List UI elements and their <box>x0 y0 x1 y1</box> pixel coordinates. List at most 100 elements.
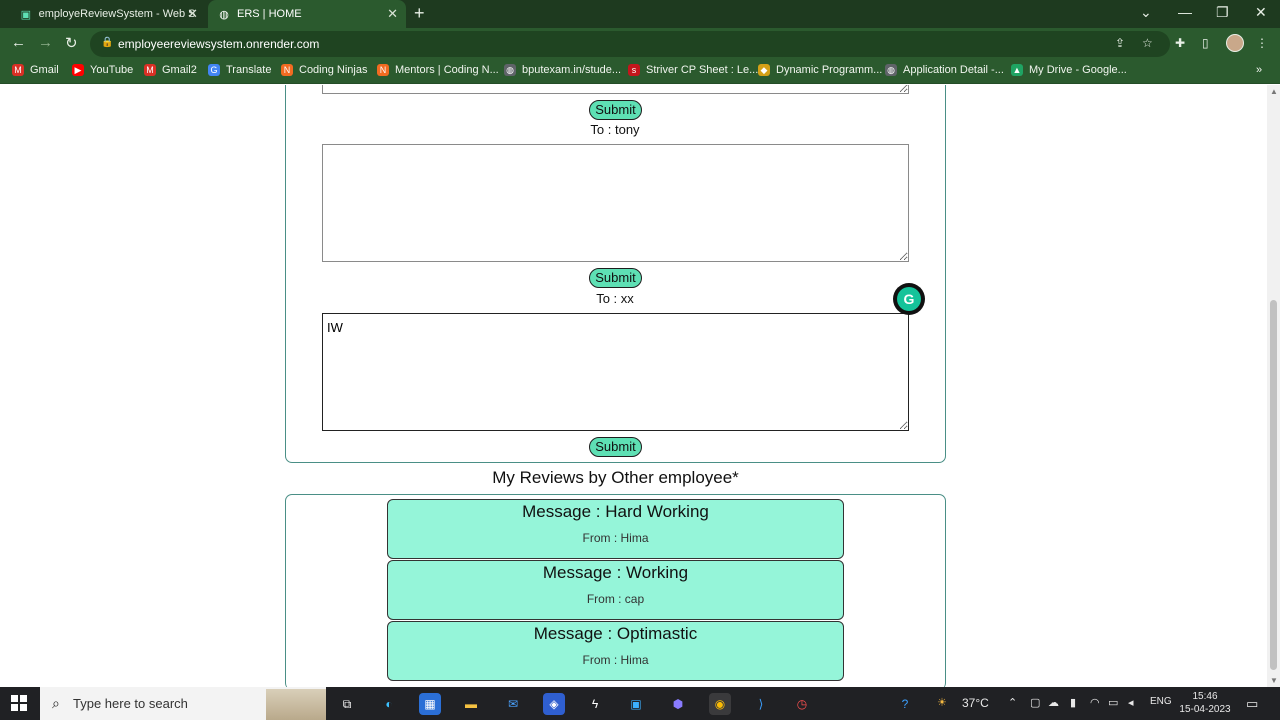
restore-icon[interactable]: ❐ <box>1216 4 1229 20</box>
ninja-icon: N <box>377 64 389 76</box>
tab-title: ERS | HOME <box>237 8 302 20</box>
tab-search-chevron-icon[interactable]: ⌄ <box>1140 4 1152 20</box>
side-panel-icon[interactable]: ▯ <box>1202 36 1209 50</box>
tray-camera-icon[interactable]: ▢ <box>1030 697 1041 709</box>
notifications-icon[interactable]: ▭ <box>1246 696 1259 711</box>
clock-time: 15:46 <box>1192 691 1218 702</box>
taskbar-clock[interactable]: 15:46 15-04-2023 <box>1172 690 1238 716</box>
reviews-card <box>285 494 946 687</box>
scroll-down-icon[interactable]: ▼ <box>1270 676 1278 685</box>
review-message: Message : Hard Working <box>522 502 709 521</box>
share-icon[interactable]: ⇪ <box>1115 36 1126 50</box>
onedrive-icon[interactable]: ☁ <box>1048 697 1059 709</box>
clock-date: 15-04-2023 <box>1179 704 1231 715</box>
volume-icon[interactable]: ◂ <box>1128 697 1134 709</box>
os-taskbar: ⌕ Type here to search ⧉ ◐ ▦ ▬ ✉ ◈ ϟ ▣ ⬢ … <box>0 687 1280 720</box>
translate-icon: G <box>208 64 220 76</box>
menu-kebab-icon[interactable]: ⋮ <box>1256 36 1268 50</box>
review-textarea-previous[interactable] <box>322 85 909 94</box>
minimize-icon[interactable]: — <box>1178 4 1192 20</box>
new-tab-icon[interactable]: + <box>414 3 425 23</box>
app-bolt-icon[interactable]: ϟ <box>591 697 599 711</box>
recipient-label: To : xx <box>596 291 634 306</box>
bookmark-star-icon[interactable]: ☆ <box>1142 36 1153 50</box>
microphone-icon[interactable]: ▮ <box>1070 697 1077 709</box>
taskbar-search-placeholder: Type here to search <box>73 696 188 711</box>
review-textarea-xx[interactable] <box>322 313 909 431</box>
globe-icon: ◍ <box>504 64 516 76</box>
close-tab-icon[interactable]: ✕ <box>387 6 398 21</box>
dp-icon: ◆ <box>758 64 770 76</box>
review-item: Message : Working From : cap <box>387 560 844 620</box>
edge-icon[interactable]: ◐ <box>385 697 393 711</box>
reload-icon[interactable]: ↻ <box>65 35 78 52</box>
tab-favicon-icon: ▣ <box>20 8 31 21</box>
submit-button[interactable]: Submit <box>589 268 642 288</box>
dropbox-icon[interactable]: ◈ <box>543 693 565 715</box>
forward-arrow-icon[interactable]: → <box>38 34 53 51</box>
page-scrollbar[interactable]: ▲ ▼ <box>1267 85 1280 687</box>
app-hexagon-icon[interactable]: ⬢ <box>672 697 684 711</box>
taskbar-search-box[interactable]: ⌕ Type here to search <box>40 687 326 720</box>
wifi-icon[interactable]: ◠ <box>1090 697 1100 709</box>
grammarly-g-icon: G <box>897 287 921 311</box>
bookmarks-overflow-icon[interactable]: » <box>1256 64 1263 76</box>
reviews-heading: My Reviews by Other employee* <box>492 468 739 487</box>
task-view-icon[interactable]: ⧉ <box>342 697 352 711</box>
bookmark-youtube[interactable]: ▶YouTube <box>72 64 133 76</box>
review-item: Message : Hard Working From : Hima <box>387 499 844 559</box>
chrome-icon[interactable]: ◉ <box>709 693 731 715</box>
search-highlight-image <box>266 689 326 720</box>
submit-button[interactable]: Submit <box>589 100 642 120</box>
app-window-icon[interactable]: ▣ <box>630 697 642 711</box>
review-form-card <box>285 85 946 463</box>
submit-button[interactable]: Submit <box>589 437 642 457</box>
tab-title: employeReviewSystem - Web Se <box>38 8 196 20</box>
tab-employe-review-system[interactable]: ▣ employeReviewSystem - Web Se ✕ <box>10 0 206 28</box>
bookmark-bputexam[interactable]: ◍bputexam.in/stude... <box>504 64 621 76</box>
tab-ers-home[interactable]: ◍ ERS | HOME ✕ <box>208 0 406 28</box>
close-window-icon[interactable]: ✕ <box>1255 4 1267 20</box>
temperature-text: 37°C <box>962 696 989 710</box>
close-tab-icon[interactable]: ✕ <box>187 6 198 21</box>
bookmark-application-detail[interactable]: ◍Application Detail -... <box>885 64 1004 76</box>
lock-icon: 🔒 <box>101 37 114 48</box>
ninja-icon: N <box>281 64 293 76</box>
recipient-label: To : tony <box>590 122 640 137</box>
address-bar[interactable]: 🔒 employeereviewsystem.onrender.com <box>90 31 1170 57</box>
file-explorer-icon[interactable]: ▬ <box>465 697 477 711</box>
tab-strip: ▣ employeReviewSystem - Web Se ✕ ◍ ERS |… <box>0 0 1280 28</box>
page-viewport: Submit To : tony Submit To : xx G Submit… <box>0 85 1267 687</box>
help-icon[interactable]: ? <box>901 697 909 711</box>
mail-icon[interactable]: ✉ <box>507 697 519 711</box>
battery-icon[interactable]: ▭ <box>1108 697 1119 709</box>
extensions-puzzle-icon[interactable]: ✚ <box>1175 36 1186 50</box>
profile-avatar[interactable] <box>1226 34 1244 52</box>
app-clock-icon[interactable]: ◷ <box>796 697 808 711</box>
vscode-icon[interactable]: ⟩ <box>758 697 764 711</box>
globe-icon: ◍ <box>219 8 229 21</box>
language-indicator[interactable]: ENG <box>1150 696 1172 707</box>
review-textarea-tony[interactable] <box>322 144 909 262</box>
bookmark-dynamic-programming[interactable]: ◆Dynamic Programm... <box>758 64 882 76</box>
drive-icon: ▲ <box>1011 64 1023 76</box>
tray-chevron-up-icon[interactable]: ⌃ <box>1008 697 1018 709</box>
grammarly-icon[interactable]: G <box>893 283 925 315</box>
scroll-up-icon[interactable]: ▲ <box>1270 87 1278 96</box>
search-icon: ⌕ <box>52 695 60 711</box>
scrollbar-thumb[interactable] <box>1270 300 1277 670</box>
gmail-icon: M <box>12 64 24 76</box>
back-arrow-icon[interactable]: ← <box>11 34 26 51</box>
weather-icon[interactable]: ☀ <box>937 697 947 709</box>
striver-icon: s <box>628 64 640 76</box>
bookmark-my-drive[interactable]: ▲My Drive - Google... <box>1011 64 1127 76</box>
windows-start-icon[interactable] <box>11 695 28 712</box>
store-icon[interactable]: ▦ <box>419 693 441 715</box>
